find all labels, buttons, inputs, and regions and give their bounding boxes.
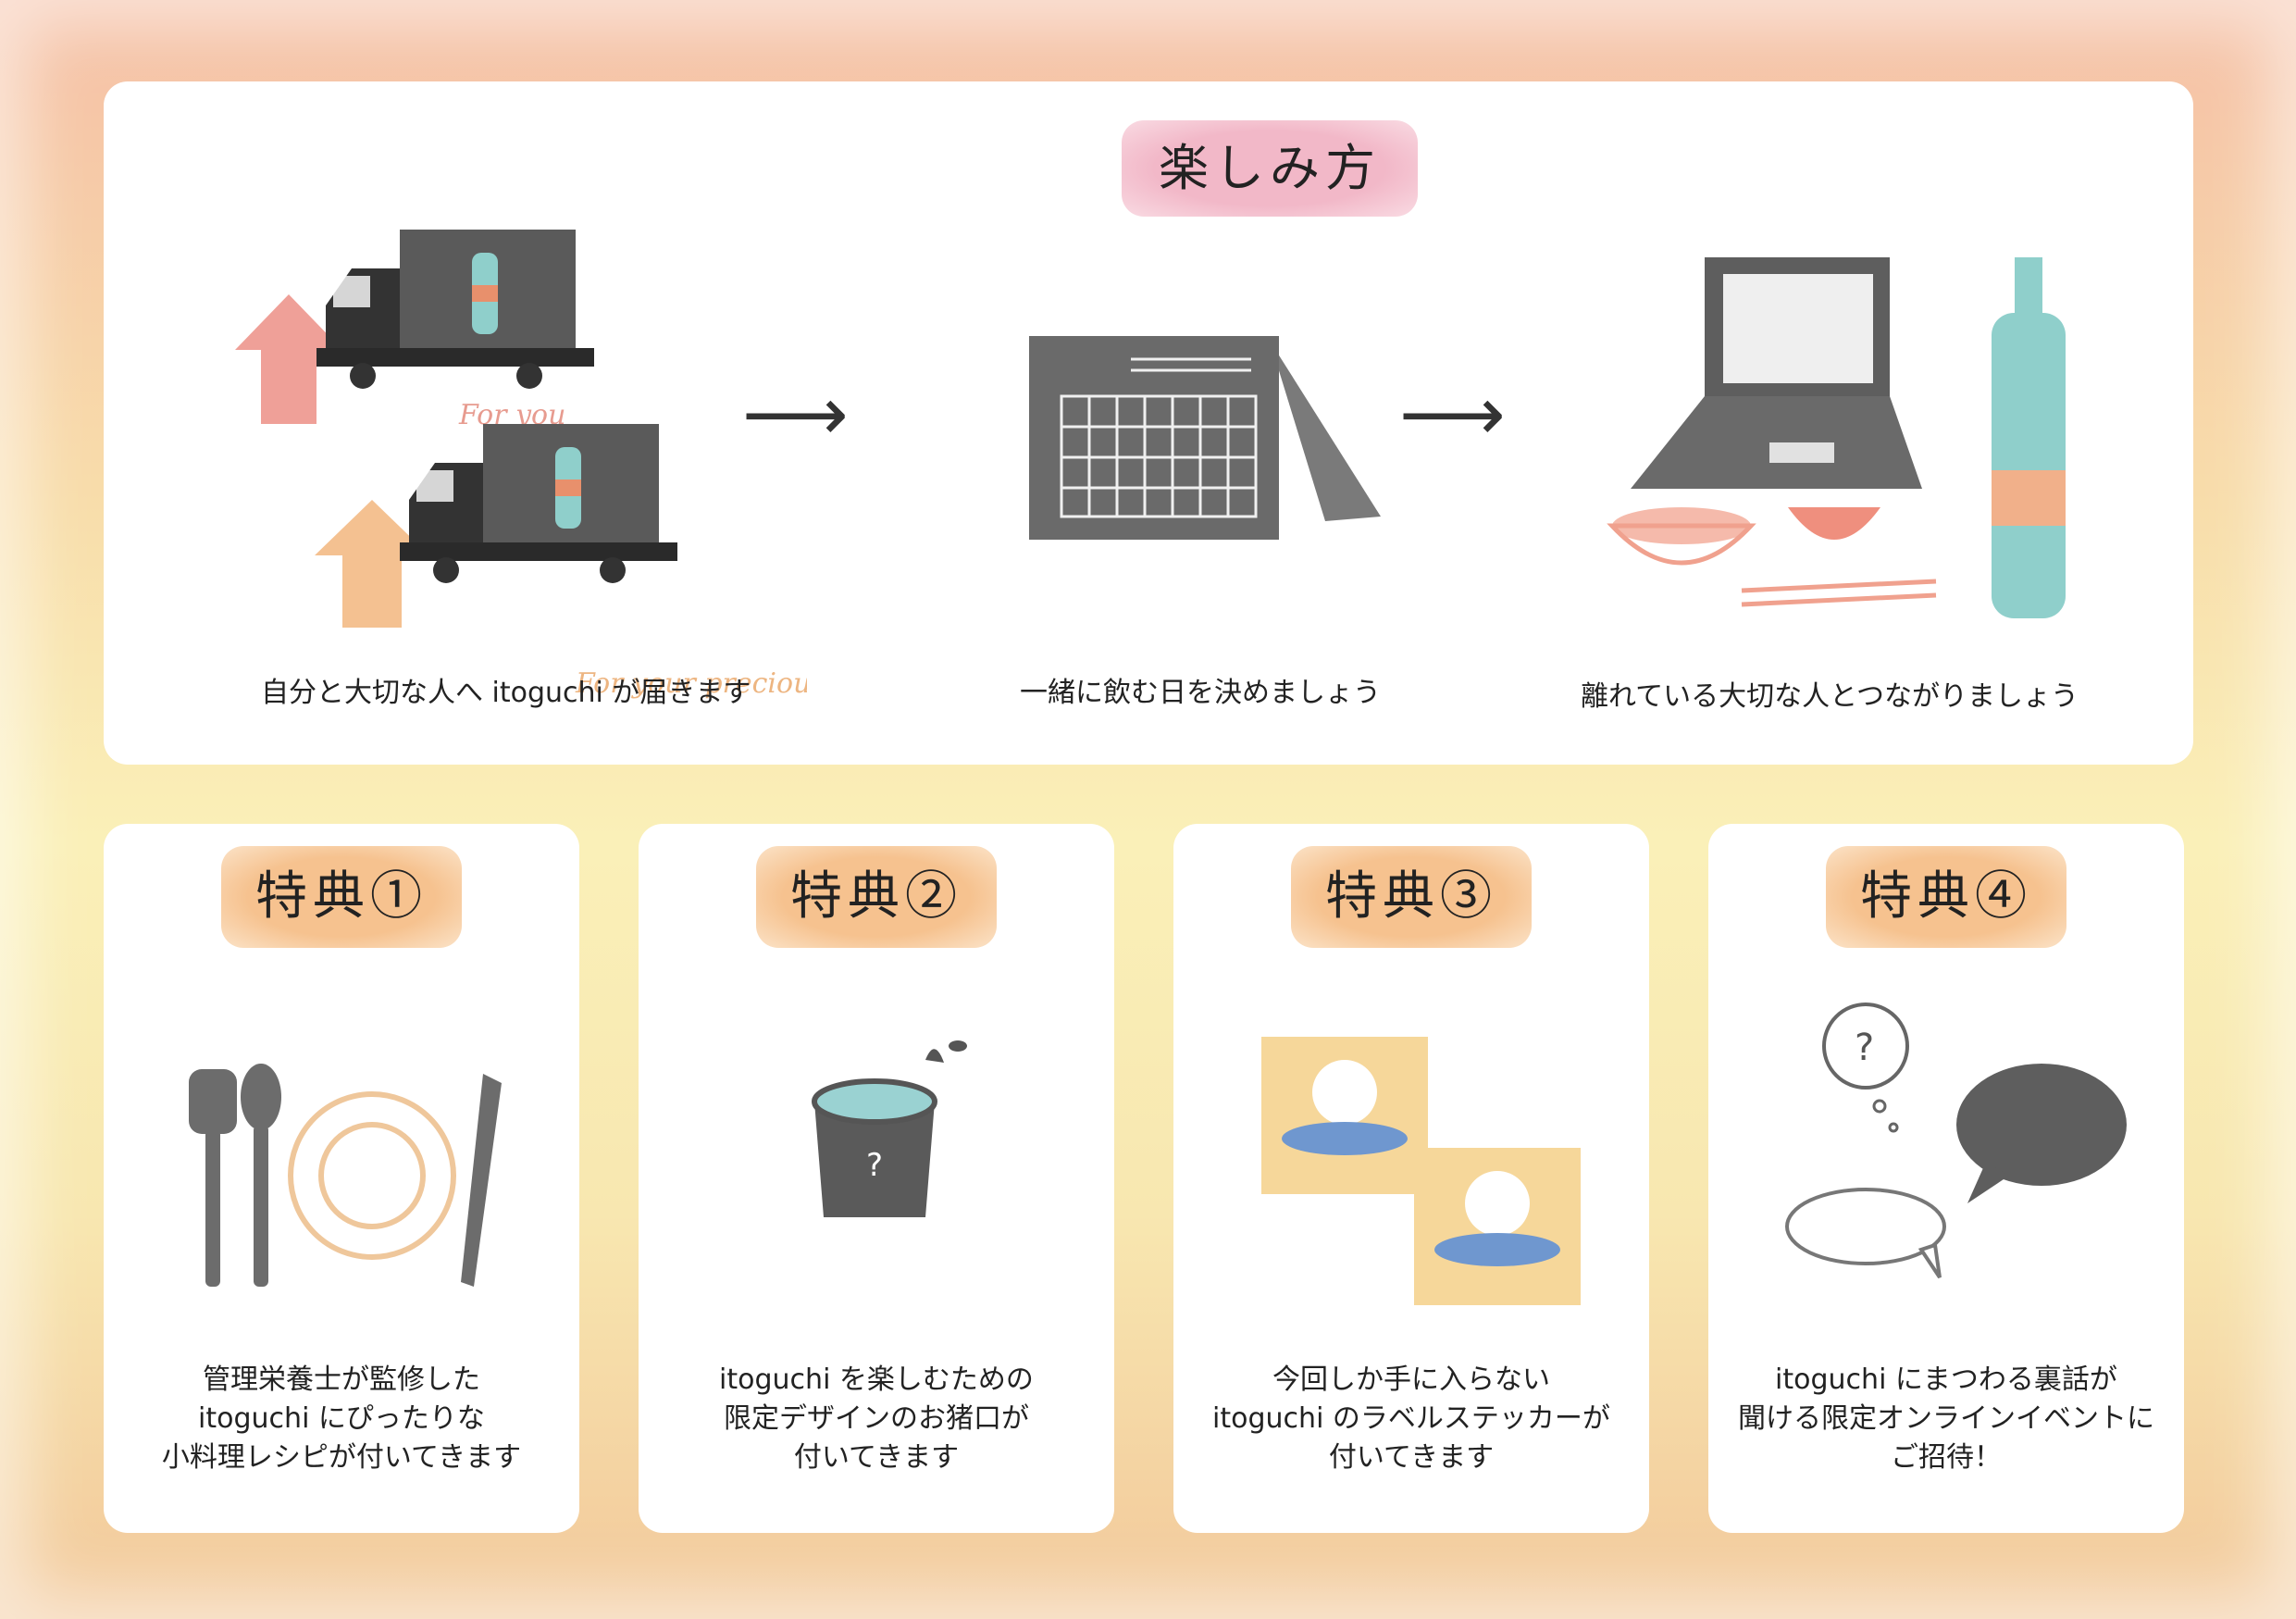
- truck-icon: [400, 424, 677, 583]
- benefit-caption-line: 付いてきます: [793, 1441, 960, 1474]
- benefit-caption-line: ご招待！: [1891, 1441, 2002, 1474]
- benefit-caption-line: itoguchi のラベルステッカーが: [1212, 1402, 1610, 1435]
- spoon-icon: [241, 1064, 281, 1287]
- sake-cup-icon: ?: [812, 1078, 937, 1217]
- sake-cup-illustration: ?: [812, 1040, 967, 1217]
- benefit-caption: 今回しか手に入らない itoguchi のラベルステッカーが 付いてきます: [1173, 1361, 1649, 1477]
- sticker-illustration: [1261, 1037, 1581, 1305]
- speech-bubble-icon: [1956, 1064, 2127, 1203]
- for-your-precious-label: For your precious: [575, 667, 807, 700]
- benefit-caption-line: 小料理レシピが付いてきます: [161, 1441, 522, 1474]
- benefit-title: 特典③: [1291, 846, 1532, 948]
- laptop-icon: [1631, 257, 1922, 489]
- benefit-caption-line: 限定デザインのお猪口が: [724, 1402, 1029, 1435]
- benefit-caption: itoguchi にまつわる裏話が 聞ける限定オンラインイベントに ご招待！: [1708, 1361, 2184, 1477]
- truck-icon: [316, 230, 594, 389]
- fork-icon: [189, 1069, 237, 1287]
- benefit-caption-line: 聞ける限定オンラインイベントに: [1738, 1402, 2154, 1435]
- how-to-panel: 楽しみ方 For you: [104, 81, 2193, 765]
- benefit-card-3: 特典③ 今回しか手に入らない itoguchi のラベルステッカーが 付いてきま…: [1173, 824, 1649, 1533]
- benefit-caption-line: itoguchi にぴったりな: [198, 1402, 485, 1435]
- benefit-caption-line: 管理栄養士が監修した: [203, 1364, 480, 1396]
- arrow-right-icon: ⟶: [1399, 371, 1506, 457]
- soup-bowl-icon: [1788, 507, 1880, 540]
- plate-icon: [288, 1091, 456, 1260]
- speech-bubbles-illustration: ?: [1785, 1003, 2127, 1279]
- benefit-caption-line: itoguchi にまつわる裏話が: [1775, 1364, 2117, 1396]
- benefit-caption: 管理栄養士が監修した itoguchi にぴったりな 小料理レシピが付いてきます: [104, 1361, 579, 1477]
- bubble-question-mark: ?: [1855, 1027, 1874, 1069]
- benefit-title: 特典④: [1826, 846, 2066, 948]
- calendar-illustration: [1029, 336, 1381, 540]
- bottle-icon: [1992, 257, 2066, 618]
- laptop-dinner-illustration: [1607, 257, 2066, 618]
- benefit-caption-line: 今回しか手に入らない: [1272, 1364, 1550, 1396]
- label-sticker-icon: [1261, 1037, 1428, 1194]
- step3-caption: 離れている大切な人とつながりましょう: [1581, 680, 2079, 713]
- knife-icon: [461, 1074, 502, 1287]
- speech-bubble-icon: [1785, 1188, 1946, 1279]
- benefit-caption: itoguchi を楽しむための 限定デザインのお猪口が 付いてきます: [639, 1361, 1114, 1477]
- how-to-title: 楽しみ方: [1122, 120, 1418, 217]
- step2-caption: 一緒に飲む日を決めましょう: [1020, 677, 1381, 709]
- bowl-icon: [1607, 507, 1756, 566]
- orange-up-arrow-icon: [315, 500, 429, 628]
- step1-caption: 自分と大切な人へ itoguchi が届きます: [261, 677, 751, 709]
- benefit-card-2: 特典② ? itoguchi を楽しむための 限定デザインのお猪口が 付いてきま…: [639, 824, 1114, 1533]
- benefit-caption-line: 付いてきます: [1328, 1441, 1495, 1474]
- pink-up-arrow-icon: [235, 294, 342, 424]
- benefit-caption-line: itoguchi を楽しむための: [719, 1364, 1034, 1396]
- benefit-card-4: 特典④ ? itoguchi にまつわる裏話が 聞ける限定オンラインイベントに …: [1708, 824, 2184, 1533]
- benefit-title: 特典①: [221, 846, 462, 948]
- arrow-right-icon: ⟶: [742, 371, 849, 457]
- cutlery-plate-illustration: [189, 1064, 502, 1287]
- delivery-trucks-illustration: For you For your precious: [235, 230, 807, 700]
- thought-bubble-icon: ?: [1822, 1003, 1909, 1133]
- label-sticker-icon: [1414, 1148, 1581, 1305]
- cup-question-mark: ?: [866, 1147, 883, 1184]
- benefit-title: 特典②: [756, 846, 997, 948]
- benefit-card-1: 特典① 管理栄養士が監修した itoguchi にぴったりな 小料理レシピが付い…: [104, 824, 579, 1533]
